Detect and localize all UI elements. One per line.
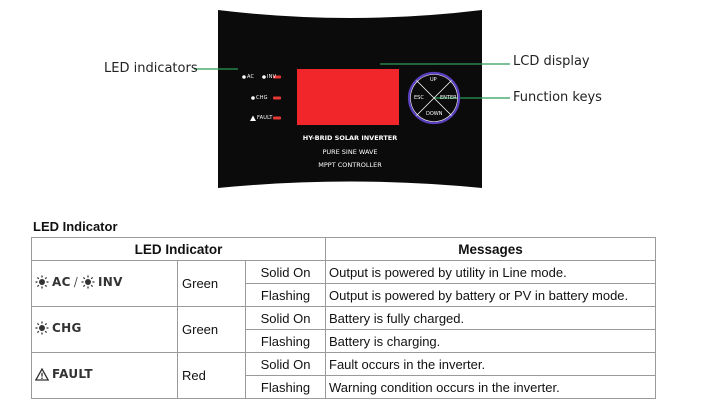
led-lamp-chg <box>273 96 281 100</box>
led-chg <box>251 96 281 100</box>
color-cell: Green <box>177 260 246 307</box>
key-esc[interactable]: ESC <box>414 95 424 101</box>
callout-led-indicators: LED indicators <box>104 61 198 76</box>
lcd-screen <box>297 69 399 125</box>
state-cell: Flashing <box>245 375 326 399</box>
indicator-inv-label: INV <box>98 275 123 289</box>
indicator-chg-label: CHG <box>52 321 82 335</box>
key-up[interactable]: UP <box>430 77 437 83</box>
color-cell: Red <box>177 352 246 399</box>
table-row: Flashing Warning condition occurs in the… <box>32 375 656 399</box>
state-cell: Solid On <box>245 352 326 376</box>
warning-triangle-icon <box>35 367 49 381</box>
panel-controller: MPPT CONTROLLER <box>318 161 382 169</box>
indicator-separator: / <box>73 275 79 289</box>
callout-lcd-display: LCD display <box>513 54 590 69</box>
inverter-panel-figure: LED indicators LCD display Function keys… <box>104 10 602 188</box>
state-cell: Flashing <box>245 329 326 353</box>
state-cell: Solid On <box>245 306 326 330</box>
indicator-cell-fault: FAULT <box>31 352 178 399</box>
indicator-ac-inv: AC / INV <box>35 275 123 289</box>
led-ac-label: AC <box>247 74 255 80</box>
indicator-chg: CHG <box>35 321 82 335</box>
indicator-fault: FAULT <box>35 367 93 381</box>
indicator-fault-label: FAULT <box>52 367 93 382</box>
table-row: CHG Green Solid On Battery is fully char… <box>31 306 656 353</box>
sun-icon <box>242 75 246 79</box>
led-indicator-table: LED Indicator Messages AC / <box>31 237 656 399</box>
table-header-row: LED Indicator Messages <box>31 237 656 261</box>
panel-title: HY-BRID SOLAR INVERTER <box>302 134 398 142</box>
state-cell: Solid On <box>245 260 326 284</box>
led-ac-inv <box>242 75 281 79</box>
sun-icon <box>35 321 49 335</box>
header-messages: Messages <box>325 237 656 261</box>
color-cell: Green <box>177 306 246 353</box>
led-lamp-fault <box>273 116 281 120</box>
sun-icon <box>35 275 49 289</box>
indicator-cell-chg: CHG <box>31 306 178 353</box>
message-cell: Battery is fully charged. <box>325 306 656 330</box>
sun-icon <box>251 96 255 100</box>
key-down[interactable]: DOWN <box>426 111 443 117</box>
message-cell: Battery is charging. <box>325 329 656 353</box>
header-led-indicator: LED Indicator <box>31 237 326 261</box>
callout-function-keys: Function keys <box>513 90 602 105</box>
message-cell: Output is powered by battery or PV in ba… <box>325 283 656 307</box>
key-enter[interactable]: ENTER <box>440 95 457 101</box>
table-row: AC / INV Green Solid On Output is powere… <box>31 260 656 307</box>
table-row: Flashing Output is powered by battery or… <box>32 283 656 307</box>
indicator-cell-ac-inv: AC / INV <box>31 260 178 307</box>
panel-subtitle: PURE SINE WAVE <box>322 148 378 156</box>
led-fault <box>250 115 281 121</box>
panel-illustration <box>194 10 510 188</box>
state-cell: Flashing <box>245 283 326 307</box>
led-inv-label: INV <box>267 74 277 80</box>
sun-icon <box>262 75 266 79</box>
message-cell: Fault occurs in the inverter. <box>325 352 656 376</box>
led-chg-label: CHG <box>256 95 268 101</box>
message-cell: Output is powered by utility in Line mod… <box>325 260 656 284</box>
indicator-ac-label: AC <box>52 275 71 289</box>
table-row: FAULT Red Solid On Fault occurs in the i… <box>31 352 656 399</box>
message-cell: Warning condition occurs in the inverter… <box>325 375 656 399</box>
table-row: Flashing Battery is charging. <box>32 329 656 353</box>
sun-icon <box>81 275 95 289</box>
led-fault-label: FAULT <box>257 115 273 121</box>
function-keys-pad <box>407 71 461 125</box>
section-title: LED Indicator <box>33 219 118 234</box>
warning-triangle-icon <box>250 115 256 121</box>
led-lamp-ac-inv <box>273 75 281 79</box>
